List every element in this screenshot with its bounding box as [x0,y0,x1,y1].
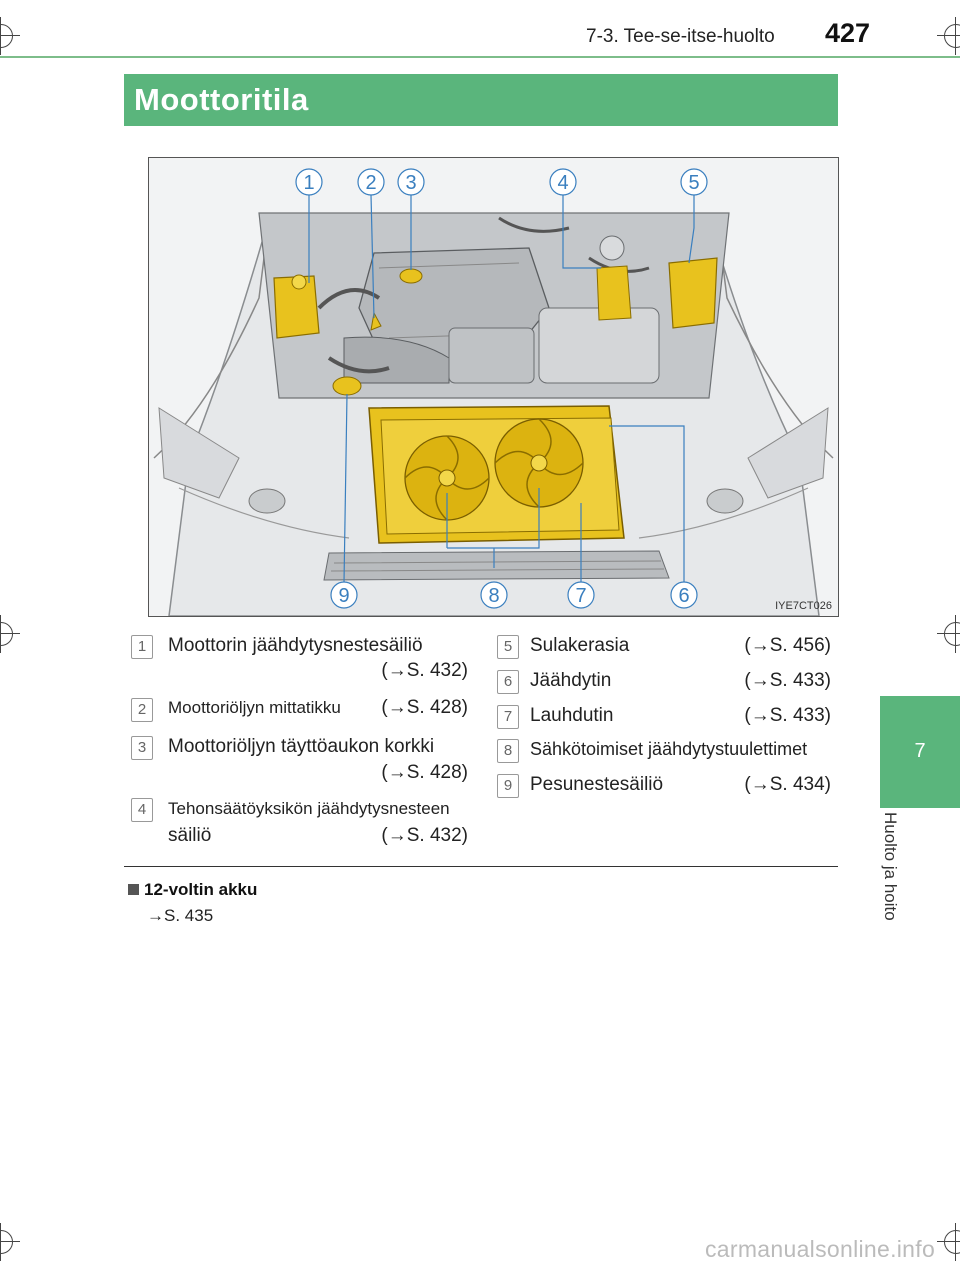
crop-mark-top-left [0,17,20,55]
item-ref[interactable]: (→S. 456) [744,635,831,656]
page-number: 427 [825,18,871,48]
section-header: 7-3. Tee-se-itse-huolto [586,26,775,47]
callout-1: 1 [303,172,314,194]
item-number: 1 [131,635,153,659]
item-ref[interactable]: (→S. 432) [381,825,468,846]
item-label: Moottoriöljyn täyttöaukon korkki [168,736,435,757]
callouts: 1 2 3 4 5 9 8 7 6 [295,168,708,609]
item-number: 6 [497,670,519,694]
figure-code: IYE7CT026 [775,600,832,612]
item-ref[interactable]: (→S. 428) [381,762,468,783]
callout-8: 8 [488,585,499,607]
page-title: Moottoritila [134,82,309,117]
crop-mark-bottom-left [0,1223,20,1261]
callout-4: 4 [557,172,568,194]
callout-6: 6 [678,585,689,607]
item-number: 7 [497,705,519,729]
battery-ref[interactable]: →S. 435 [147,906,214,925]
crop-mark-top-right [937,17,960,55]
item-label: Sulakerasia [530,635,630,656]
header-rule [0,56,960,58]
watermark: carmanualsonline.info [705,1236,936,1262]
callout-2: 2 [365,172,376,194]
item-label: Moottorin jäähdytysnestesäiliö [168,635,423,656]
engine-bay-figure: 1 2 3 4 5 9 8 7 6 IYE7CT026 [148,157,839,617]
callout-7: 7 [575,585,586,607]
chapter-label-wrap: Huolto ja hoito [880,812,916,952]
item-label: Lauhdutin [530,705,614,726]
item-label: Pesunestesäiliö [530,774,664,795]
item-number: 8 [497,739,519,763]
callout-5: 5 [688,172,699,194]
title-bar: Moottoritila [124,74,838,126]
item-number: 5 [497,635,519,659]
callout-3: 3 [405,172,416,194]
item-number: 3 [131,736,153,760]
item-label-continued: säiliö [168,825,212,846]
callout-9: 9 [338,585,349,607]
crop-mark-mid-left [0,615,20,653]
item-number: 9 [497,774,519,798]
section-divider [124,866,838,867]
item-number: 2 [131,698,153,722]
item-label: Moottoriöljyn mittatikku [168,698,341,717]
item-ref[interactable]: (→S. 433) [744,705,831,726]
battery-heading: 12-voltin akku [128,880,257,900]
bullet-square-icon [128,884,139,895]
item-ref[interactable]: (→S. 432) [381,660,468,681]
chapter-label: Huolto ja hoito [881,812,900,921]
item-number: 4 [131,798,153,822]
item-label: Sähkötoimiset jäähdytystuulettimet [530,739,808,759]
battery-title: 12-voltin akku [144,880,258,899]
item-label: Tehonsäätöyksikön jäähdytysnesteen [168,799,450,818]
chapter-number: 7 [914,740,926,762]
crop-mark-mid-right [937,615,960,653]
item-ref[interactable]: (→S. 428) [381,697,468,718]
chapter-tab[interactable]: 7 [880,696,960,808]
item-label: Jäähdytin [530,670,612,691]
item-ref[interactable]: (→S. 433) [744,670,831,691]
crop-mark-bottom-right [937,1223,960,1261]
engine-bay-illustration: 1 2 3 4 5 9 8 7 6 [153,168,834,616]
item-ref[interactable]: (→S. 434) [744,774,831,795]
